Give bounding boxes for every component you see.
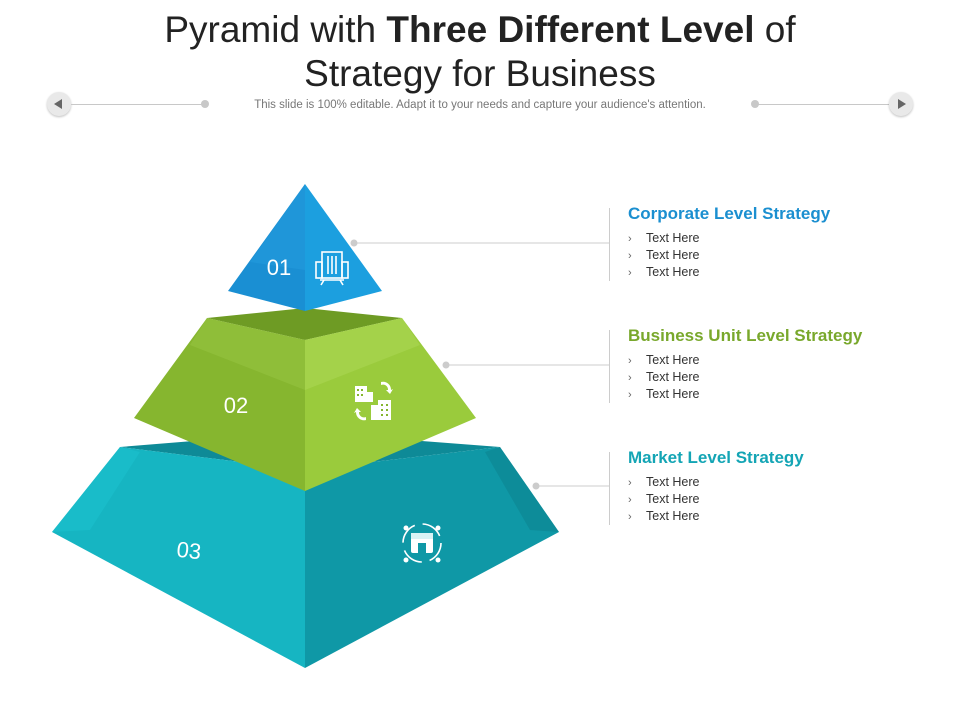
connector-dot-2 xyxy=(442,361,450,369)
level-2-bullet-list: ›Text Here ›Text Here ›Text Here xyxy=(628,352,862,403)
level-number-3: 03 xyxy=(175,537,202,564)
list-item: ›Text Here xyxy=(628,492,700,506)
next-slide-button[interactable] xyxy=(889,92,913,116)
divider-dot-left xyxy=(201,100,209,108)
connector-dot-1 xyxy=(350,239,358,247)
list-item: ›Text Here xyxy=(628,370,700,384)
level-3-heading: Market Level Strategy xyxy=(628,448,804,467)
level-1-heading: Corporate Level Strategy xyxy=(628,204,831,223)
office-building-icon xyxy=(315,251,349,286)
level-2-heading: Business Unit Level Strategy xyxy=(628,326,863,345)
list-item: ›Text Here xyxy=(628,509,700,523)
chevron-right-icon: › xyxy=(628,372,632,384)
level-3-text-block: Market Level Strategy ›Text Here ›Text H… xyxy=(609,448,804,525)
connector-dot-3 xyxy=(532,482,540,490)
chevron-right-icon: › xyxy=(628,494,632,506)
previous-slide-button[interactable] xyxy=(47,92,71,116)
slide-title: Pyramid with Three Different Level of St… xyxy=(80,8,880,96)
chevron-right-icon: › xyxy=(628,511,632,523)
level-number-1: 01 xyxy=(267,255,291,280)
list-item: ›Text Here xyxy=(628,248,700,262)
level-1-text-block: Corporate Level Strategy ›Text Here ›Tex… xyxy=(609,204,830,281)
arrow-right-icon xyxy=(898,99,906,109)
header-divider-left xyxy=(71,103,205,105)
level-2-text-block: Business Unit Level Strategy ›Text Here … xyxy=(609,326,862,403)
market-store-icon xyxy=(402,523,442,563)
level-3-bullet-list: ›Text Here ›Text Here ›Text Here xyxy=(628,474,804,525)
title-part1: Pyramid with xyxy=(164,9,387,50)
chevron-right-icon: › xyxy=(628,389,632,401)
chevron-right-icon: › xyxy=(628,233,632,245)
list-item: ›Text Here xyxy=(628,475,700,489)
arrow-left-icon xyxy=(54,99,62,109)
header-divider-right xyxy=(755,103,889,105)
list-item: ›Text Here xyxy=(628,265,700,279)
chevron-right-icon: › xyxy=(628,267,632,279)
pyramid-level-1 xyxy=(228,184,382,311)
list-item: ›Text Here xyxy=(628,387,700,401)
title-bold: Three Different Level xyxy=(386,9,755,50)
level-1-bullet-list: ›Text Here ›Text Here ›Text Here xyxy=(628,230,830,281)
chevron-right-icon: › xyxy=(628,477,632,489)
title-part2: of xyxy=(754,9,796,50)
business-units-exchange-icon xyxy=(354,381,393,421)
list-item: ›Text Here xyxy=(628,353,700,367)
slide-subtitle: This slide is 100% editable. Adapt it to… xyxy=(254,99,706,111)
list-item: ›Text Here xyxy=(628,231,700,245)
level-number-2: 02 xyxy=(224,393,248,418)
title-line2: Strategy for Business xyxy=(304,53,656,94)
chevron-right-icon: › xyxy=(628,355,632,367)
chevron-right-icon: › xyxy=(628,250,632,262)
